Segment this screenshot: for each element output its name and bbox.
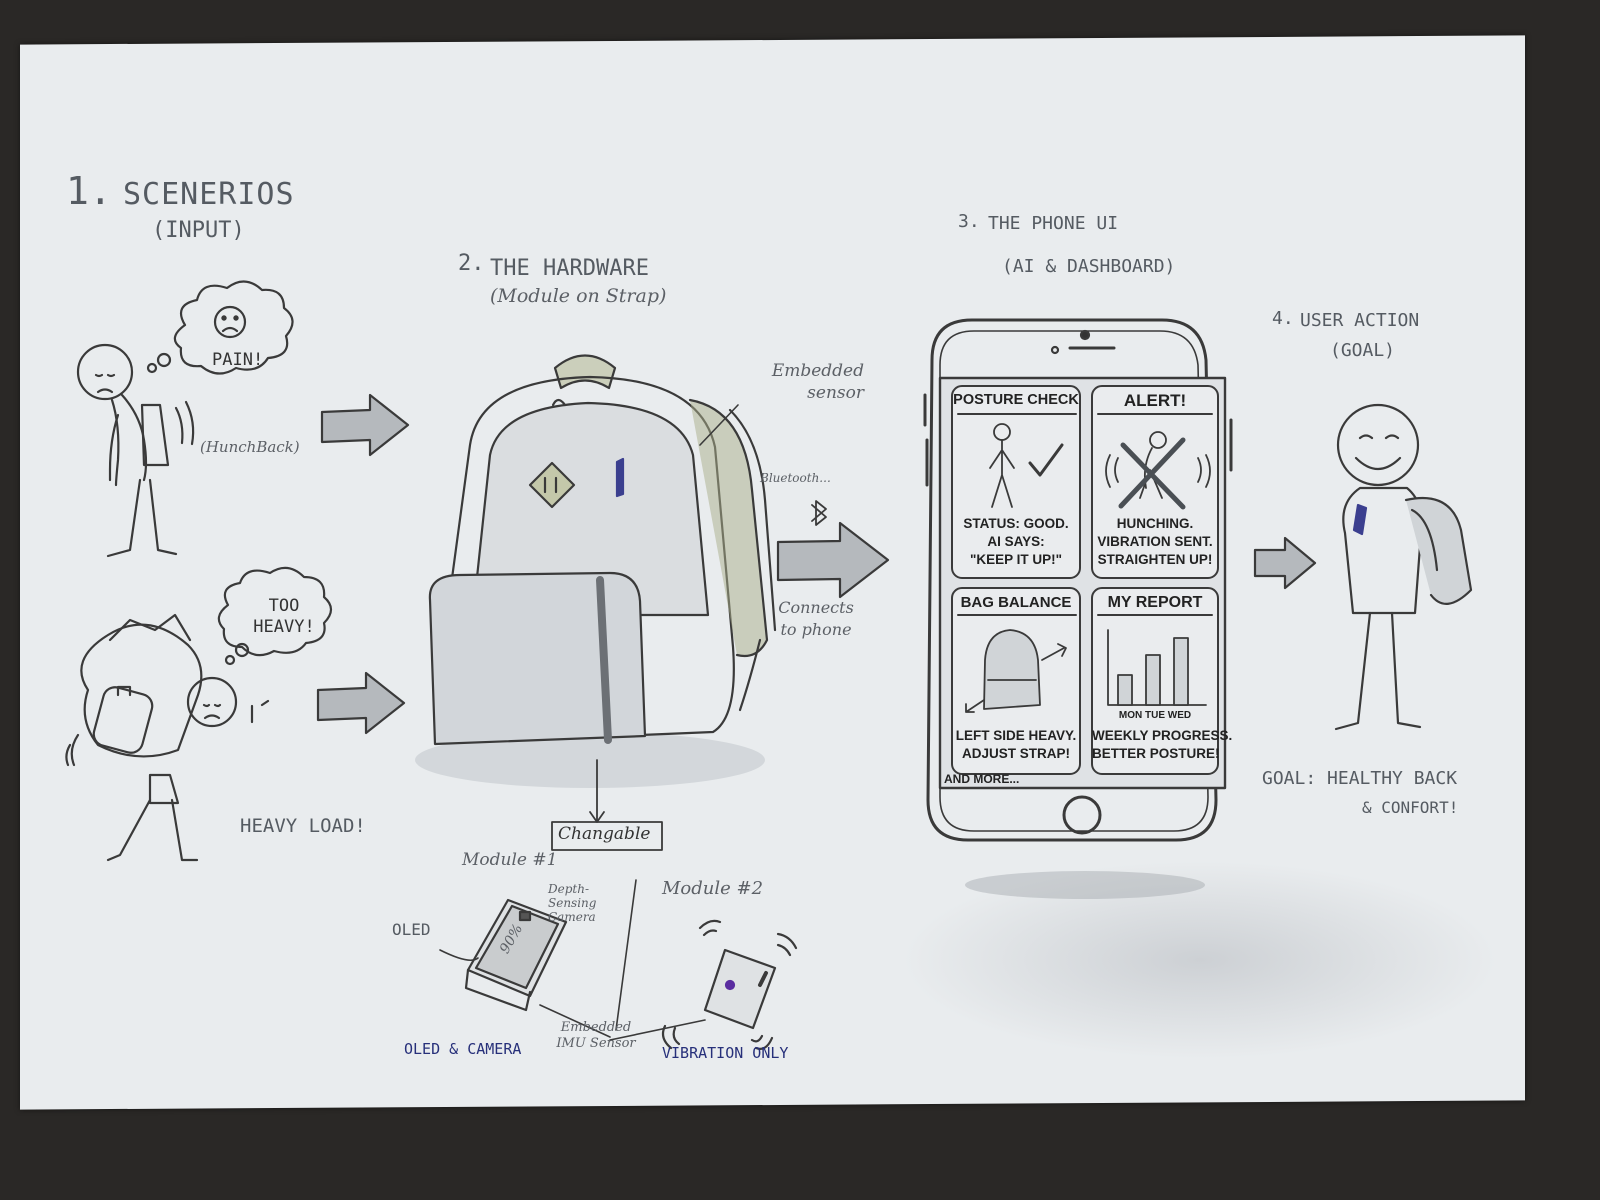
- section1-subtitle: (INPUT): [152, 218, 245, 243]
- oled-label: OLED: [392, 920, 431, 939]
- card-posture-check-line3: "KEEP IT UP!": [969, 552, 1063, 567]
- section2-subtitle: (Module on Strap): [490, 285, 667, 307]
- card-alert-line1: HUNCHING.: [1116, 516, 1194, 531]
- section3-title: THE PHONE UI: [988, 213, 1119, 234]
- arrow-scenario1-to-hardware: [320, 393, 410, 457]
- check-icon: [1028, 443, 1064, 477]
- arrow-phone-to-user: [1253, 536, 1317, 590]
- changeable-box: [551, 821, 663, 851]
- card-alert-line3: STRAIGHTEN UP!: [1097, 552, 1213, 567]
- depth-camera-label: Depth-Sensing Camera: [548, 882, 597, 924]
- module-divider-line: [615, 879, 637, 1031]
- arrow-hardware-to-phone: [776, 521, 890, 599]
- card-posture-check-line2: AI SAYS:: [987, 534, 1045, 549]
- goal-text-line1: GOAL: HEALTHY BACK: [1262, 768, 1458, 789]
- heavy-bubble-text: TOO HEAVY!: [253, 596, 315, 637]
- module2-device: [539, 919, 798, 1050]
- hunched-crossed-icon: [1105, 431, 1211, 510]
- bag-balance-icon: [965, 629, 1067, 713]
- module1-label: Module #1: [462, 850, 558, 870]
- hunched-figure: [76, 343, 195, 558]
- section2-number: 2.: [458, 251, 485, 276]
- section2-title: THE HARDWARE: [490, 256, 649, 281]
- module1-device: [439, 898, 568, 1012]
- section4-subtitle: (GOAL): [1330, 340, 1396, 361]
- report-days-label: MON TUE WED: [1118, 710, 1192, 721]
- heavy-load-figure: [65, 613, 270, 862]
- arrow-scenario2-to-hardware: [316, 671, 406, 735]
- bluetooth-icon: [811, 500, 827, 526]
- card-alert-title: ALERT!: [1123, 391, 1187, 410]
- section3-subtitle: (AI & DASHBOARD): [1002, 256, 1176, 277]
- module2-caption: VIBRATION ONLY: [662, 1044, 789, 1062]
- card-bag-balance-line2: ADJUST STRAP!: [961, 746, 1070, 761]
- upright-figure-icon: [989, 423, 1015, 508]
- heavy-load-label: HEAVY LOAD!: [240, 815, 366, 837]
- card-my-report-line1: WEEKLY PROGRESS.: [1092, 728, 1233, 743]
- card-my-report-title: MY REPORT: [1107, 594, 1203, 611]
- section4-number: 4.: [1272, 308, 1294, 329]
- connects-to-phone-label: Connects to phone: [778, 598, 854, 639]
- section4-title: USER ACTION: [1300, 310, 1420, 331]
- module2-label: Module #2: [662, 878, 764, 899]
- module1-caption: OLED & CAMERA: [404, 1040, 522, 1058]
- and-more-label: AND MORE...: [944, 772, 1020, 786]
- pain-bubble-text: PAIN!: [212, 350, 264, 370]
- happy-user-figure: [1334, 403, 1473, 731]
- card-alert-line2: VIBRATION SENT.: [1097, 534, 1213, 549]
- report-bar-chart-icon: [1107, 629, 1207, 706]
- section1-number: 1.: [66, 169, 112, 213]
- shadow-area: [900, 860, 1500, 1060]
- embedded-sensor-label: Embedded sensor: [771, 361, 864, 403]
- backpack-illustration: [415, 354, 777, 823]
- changeable-label: Changable: [558, 824, 651, 844]
- heavy-thought-cloud: [217, 566, 333, 657]
- section3-number: 3.: [958, 211, 980, 232]
- hunchback-label: (HunchBack): [200, 438, 300, 456]
- card-bag-balance-title: BAG BALANCE: [960, 594, 1072, 611]
- card-bag-balance-line1: LEFT SIDE HEAVY.: [955, 728, 1077, 743]
- bluetooth-label: Bluetooth...: [760, 471, 831, 485]
- card-posture-check-title: POSTURE CHECK: [953, 392, 1079, 408]
- card-posture-check-line1: STATUS: GOOD.: [963, 516, 1069, 531]
- card-my-report-line2: BETTER POSTURE!: [1092, 746, 1220, 761]
- goal-text-line2: & CONFORT!: [1362, 798, 1459, 817]
- embedded-imu-label: Embedded IMU Sensor: [556, 1020, 636, 1051]
- sad-face-icon: [213, 305, 247, 339]
- pain-thought-cloud: [173, 280, 294, 375]
- section1-title: SCENERIOS: [123, 177, 295, 212]
